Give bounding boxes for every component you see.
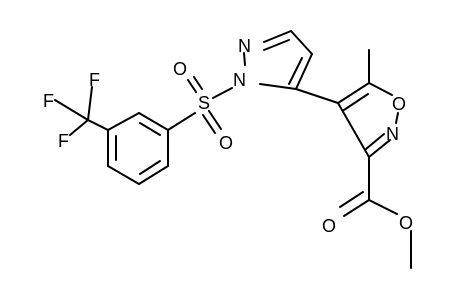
bond-iso-c4-c5 [337,82,370,104]
bond-benzene-inner-1 [139,122,161,136]
bond-s-o2-a [202,114,216,134]
atom-o-isoxazole: O [392,94,406,114]
bond-pyr-c4-c5 [295,53,313,90]
bond-benzene-1 [107,112,140,131]
atom-labels: F F F S O O N N O N O O [43,36,413,236]
bond-c-oester [368,199,398,215]
bond-pyr-n2-c3 [263,30,292,43]
atom-s: S [198,93,210,113]
bond-pyr-n2-c3-inner [263,39,290,51]
atom-f2: F [89,70,100,90]
bond-iso-c4-c5-inner [343,93,369,111]
atom-o-carbonyl: O [322,216,336,236]
bonds [54,30,412,269]
atom-f1: F [43,91,54,111]
atom-n-pyrazole-1: N [233,70,246,90]
bond-benzene-inner-2 [139,160,161,175]
bond-s-o1-a [187,79,197,93]
atom-f3: F [58,131,69,151]
bond-pyr-c4-c5-inner [288,57,303,85]
bond-iso-c3-c4 [337,102,370,158]
bond-cf3-ring [87,119,109,131]
bond-iso-c5-o [368,82,393,96]
bond-c-f3 [69,119,89,136]
bond-pyr-iso [295,88,339,104]
bond-c-o-double-a [343,199,370,217]
bond-c-o-double-b [339,191,364,208]
atom-o-sulfonyl-2: O [219,133,233,153]
bond-s-o2-b [208,110,222,130]
bond-s-o1-b [193,76,203,90]
bond-pyr-c3-c4 [290,30,313,55]
bond-benzene-2 [138,112,169,131]
bond-ring-s [167,112,196,131]
bond-s-n1 [212,87,233,99]
bond-benzene-5 [107,165,140,185]
atom-o-ester: O [399,213,413,233]
bond-iso-n-c3-inner [365,133,385,150]
atom-o-sulfonyl-1: O [173,59,187,79]
bond-pyr-c5-n1 [259,83,297,90]
bond-c-f1 [54,99,89,121]
bond-benzene-4 [138,165,169,185]
atom-n-pyrazole-2: N [238,36,251,56]
bond-c-f2 [87,86,93,121]
bond-pyr-n1-n2 [243,52,246,66]
bond-iso-n-c3 [368,139,391,158]
bond-iso-o-n [395,112,399,124]
atom-n-isoxazole: N [386,124,399,144]
